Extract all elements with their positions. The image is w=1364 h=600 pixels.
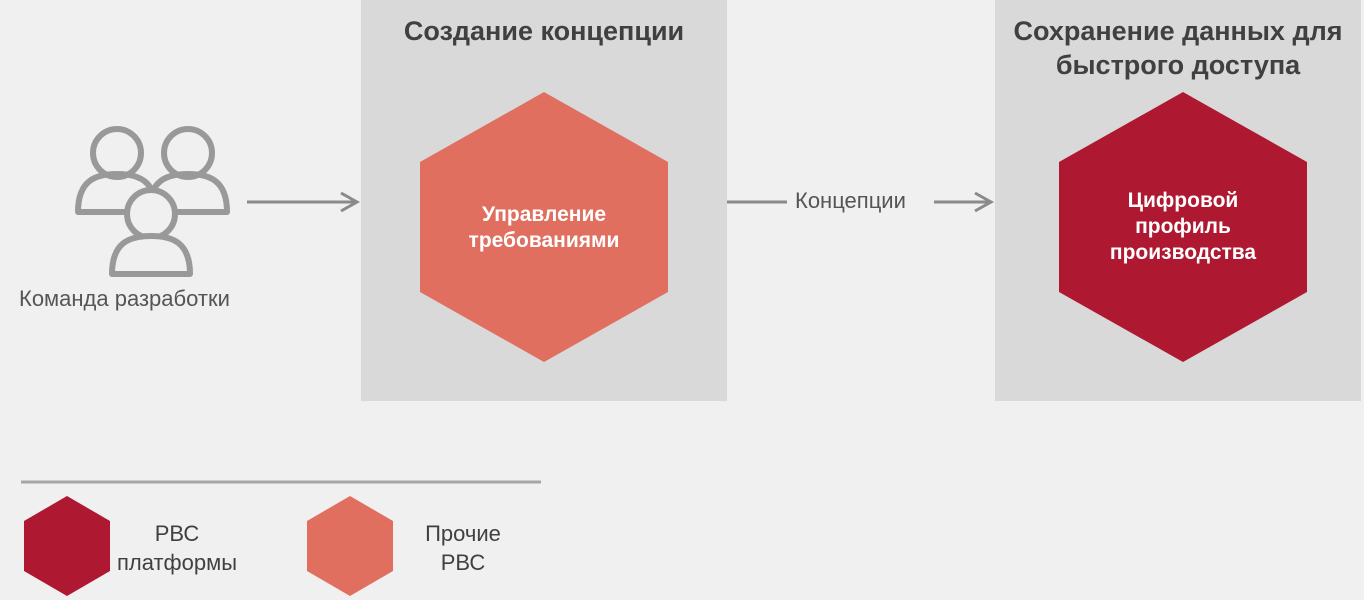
hex-digital-profile	[1059, 92, 1307, 362]
panel-title-concept: Создание концепции	[403, 16, 685, 46]
hex-requirements	[420, 92, 668, 362]
legend-label-other: Прочие РВС	[425, 521, 501, 575]
panel-title-storage: Сохранение данных для быстрого доступа	[1013, 16, 1343, 80]
legend-label-platform: РВС платформы	[116, 521, 238, 575]
connector-label: Концепции	[795, 188, 906, 213]
legend-hex-other	[307, 496, 393, 596]
arrow-team-to-concept	[247, 191, 361, 213]
arrow-concept-to-storage	[727, 191, 995, 213]
team-icon	[75, 126, 230, 277]
team-label: Команда разработки	[19, 286, 230, 311]
hex-label-requirements: Управление требованиями	[468, 203, 620, 252]
hex-label-digital-profile: Цифровой профиль производства	[1109, 189, 1257, 264]
legend-hex-platform	[24, 496, 110, 596]
